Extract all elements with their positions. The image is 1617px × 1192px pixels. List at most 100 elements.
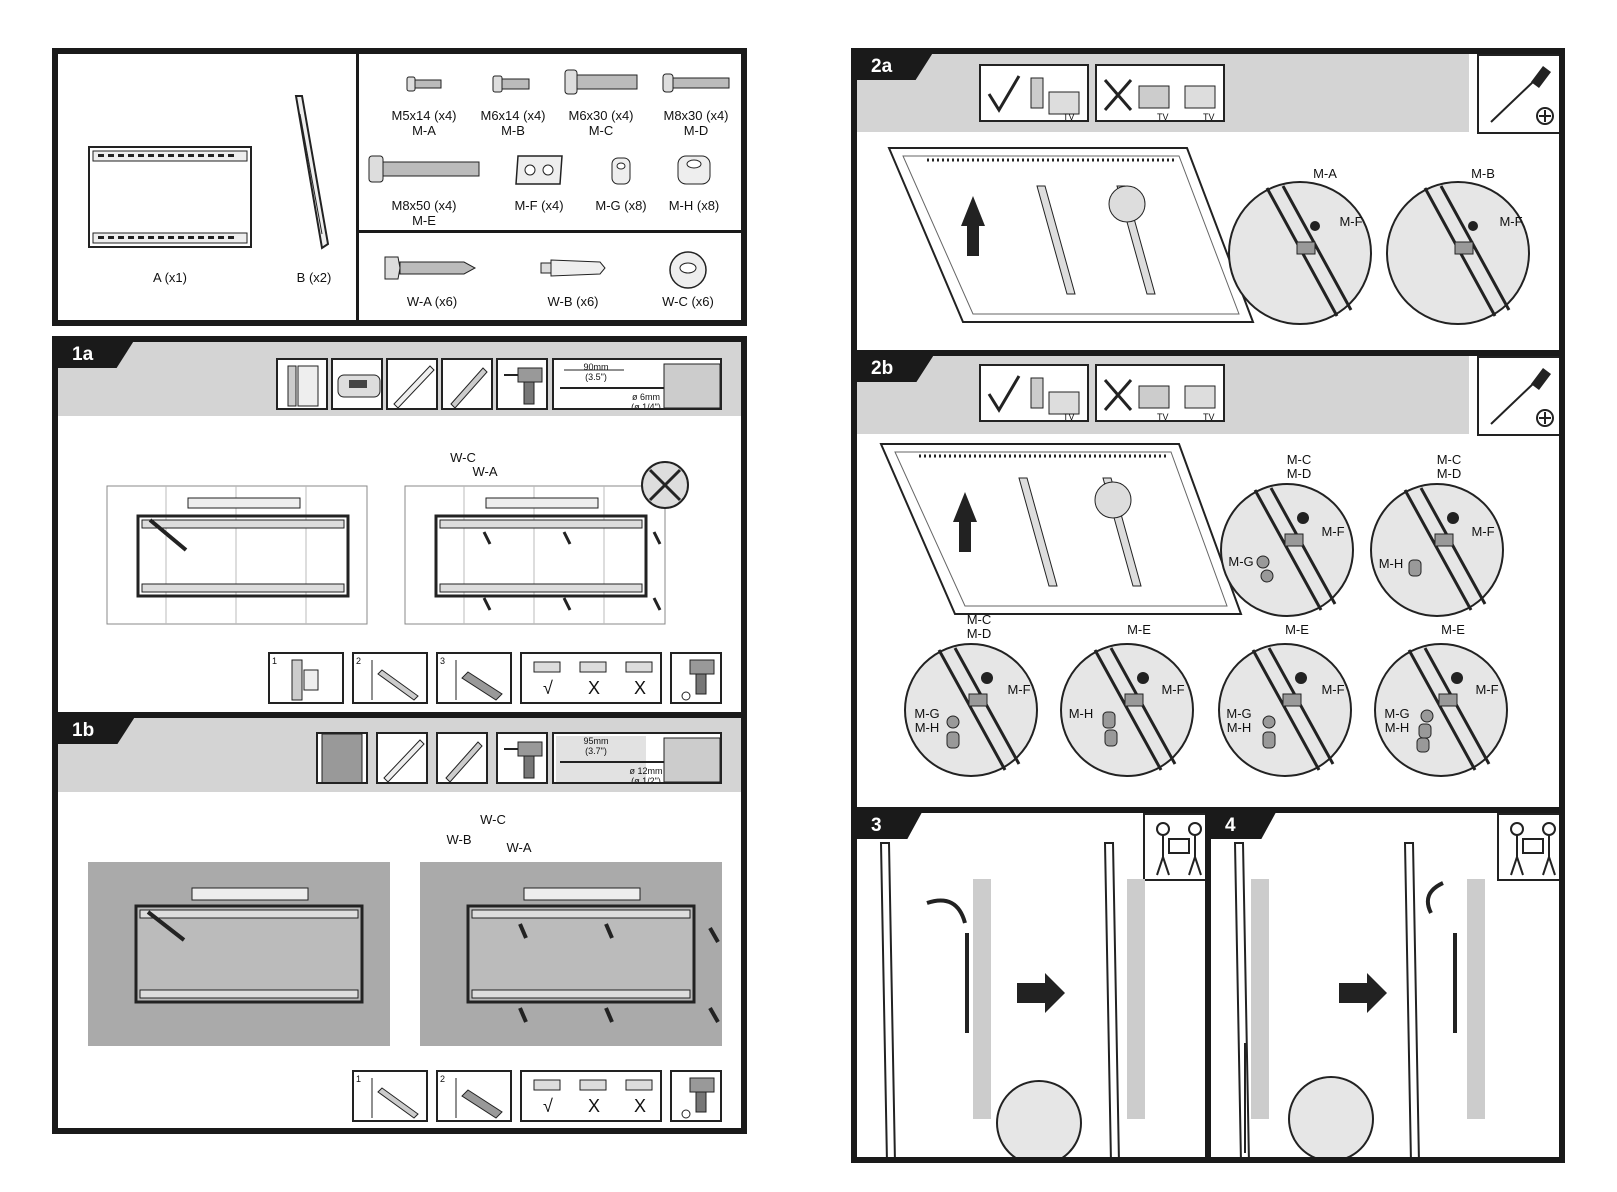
step-1b-drill-icon	[496, 732, 548, 784]
drill-depth-label: 90mm	[583, 362, 609, 372]
screw-m-b-icon	[492, 75, 530, 93]
step-1b-substep-1-num: 1	[356, 1074, 362, 1084]
anchor-w-b-icon	[540, 259, 606, 277]
washer-m-f-label: M-F (x4)	[514, 198, 564, 213]
step-2a-detail-ma	[1228, 181, 1372, 325]
level-bad-mark-2: X	[633, 678, 646, 698]
spacer-m-h-label: M-H (x8)	[668, 198, 720, 213]
step-2b-mf-label-1: M-F	[1321, 524, 1345, 539]
step-1b-concrete-level-drawing	[88, 862, 390, 1046]
screw-m-d-icon	[662, 73, 730, 93]
step-2b-detail-4	[1060, 643, 1194, 777]
incorrect-install-box: TV TV	[1095, 64, 1225, 122]
step-2a-ma-label: M-A	[1313, 166, 1337, 181]
step-4-two-person-icon	[1497, 813, 1559, 881]
step-2b-md-label-2: M-D	[1436, 466, 1462, 481]
step-2b-mf-label-6: M-F	[1475, 682, 1499, 697]
step-1b-substep-2-num: 2	[440, 1074, 446, 1084]
two-person-icon	[1143, 813, 1205, 881]
step-2b-detail-1	[1220, 483, 1354, 617]
parts-divider-horizontal	[356, 230, 741, 233]
step-2a-detail-mb	[1386, 181, 1530, 325]
step-2b-mf-label-5: M-F	[1321, 682, 1345, 697]
step-2b-mc-label-2: M-C	[1436, 452, 1462, 467]
step-2a-tv-back-drawing	[887, 147, 1255, 323]
step-3-tab: 3	[857, 813, 922, 839]
incorrect-tv-label-2: TV	[1203, 112, 1215, 122]
concrete-wall-icon	[316, 732, 368, 784]
level-bad-mark-1: X	[587, 678, 600, 698]
screw-m-e-code: M-E	[412, 213, 436, 228]
screw-m-d-code: M-D	[683, 123, 709, 138]
screw-m-b-code: M-B	[501, 123, 525, 138]
washer-m-f-icon	[515, 155, 563, 185]
correct-tv-label: TV	[1063, 112, 1075, 122]
step-2b-mc-label-1: M-C	[1286, 452, 1312, 467]
step-2b-mh-label-3: M-H	[1068, 706, 1094, 721]
step-2b-panel: 2b TV TV TV M-C M-D M-F M-G M-C M-D M-F …	[851, 350, 1565, 816]
level-icon	[386, 358, 438, 410]
step-2b-mg-label-3: M-G	[1226, 706, 1252, 721]
arm-b-label: B (x2)	[296, 270, 332, 285]
step-1b-drill-depth-diagram: 95mm (3.7") ø 12mm (ø 1/2")	[552, 732, 722, 784]
step-1b-pencil-icon	[436, 732, 488, 784]
step-1b-drill-depth-inch-label: (3.7")	[585, 746, 607, 756]
parts-divider-vertical	[356, 54, 359, 320]
spacer-m-g-icon	[611, 157, 631, 185]
step-1a-drill-icon	[670, 652, 722, 704]
spacer-m-g-label: M-G (x8)	[595, 198, 647, 213]
step-1b-wa-label: W-A	[506, 840, 532, 855]
step-2a-mf-label-1: M-F	[1339, 214, 1363, 229]
step-2b-mf-label-2: M-F	[1471, 524, 1495, 539]
anchor-w-b-label: W-B (x6)	[547, 294, 599, 309]
step-1a-substep-3: 3	[436, 652, 512, 704]
step-3-tv-hang-drawing	[879, 842, 1145, 1157]
step-2a-panel: 2a TV TV TV M-A M-F M-B M-F	[851, 48, 1565, 360]
step-1a-substep-2-num: 2	[356, 656, 362, 666]
incorrect-tv-label-1: TV	[1157, 112, 1169, 122]
step-2b-screwdriver-icon	[1477, 356, 1559, 436]
screw-m-d-size: M8x30 (x4)	[663, 108, 729, 123]
drill-icon	[496, 358, 548, 410]
wall-screw-w-a-icon	[384, 256, 477, 280]
step-1a-tab: 1a	[58, 342, 134, 368]
step-2b-mf-label-4: M-F	[1161, 682, 1185, 697]
spacer-m-h-icon	[677, 155, 711, 185]
step-4-tv-release-drawing	[1233, 842, 1485, 1157]
step-1a-substep-1-num: 1	[272, 656, 278, 666]
bracket-a-icon	[88, 146, 252, 248]
step-2b-md-label-3: M-D	[966, 626, 992, 641]
step-2b-mg-label-2: M-G	[914, 706, 940, 721]
step-2b-mg-label-4: M-G	[1384, 706, 1410, 721]
step-1b-level-check-box: √ X X	[520, 1070, 662, 1122]
step-1b-level-bad-mark-1: X	[587, 1096, 600, 1116]
no-anchor-icon	[641, 461, 689, 509]
washer-w-c-icon	[669, 251, 707, 289]
step-2b-mh-label-5: M-H	[1384, 720, 1410, 735]
step-1a-bracket-screwed-drawing	[404, 485, 666, 625]
step-2b-mh-label-4: M-H	[1226, 720, 1252, 735]
step-2b-detail-5	[1218, 643, 1352, 777]
step-1b-wc-label: W-C	[480, 812, 506, 827]
step-2b-detail-2	[1370, 483, 1504, 617]
step-2a-mf-label-2: M-F	[1499, 214, 1523, 229]
step-2b-me-label-3: M-E	[1441, 622, 1465, 637]
step-1b-level-bad-mark-2: X	[633, 1096, 646, 1116]
step-2b-mg-label-1: M-G	[1228, 554, 1254, 569]
screw-m-c-size: M6x30 (x4)	[568, 108, 634, 123]
pencil-icon	[441, 358, 493, 410]
screw-m-c-icon	[564, 69, 638, 95]
drill-dia-label: ø 6mm	[632, 392, 660, 402]
step-1b-level-ok-mark: √	[543, 1096, 553, 1116]
step-2b-correct-tv-label: TV	[1063, 412, 1075, 422]
step-1b-drill-dia-inch-label: (ø 1/2")	[631, 776, 661, 784]
screw-m-a-icon	[406, 76, 442, 92]
step-4-tab: 4	[1211, 813, 1276, 839]
step-2b-mh-label-2: M-H	[914, 720, 940, 735]
drill-dia-inch-label: (ø 1/4")	[631, 402, 661, 410]
screw-m-a-size: M5x14 (x4)	[391, 108, 457, 123]
step-1b-concrete-screwed-drawing	[420, 862, 722, 1046]
step-1b-panel: 1b 95mm (3.7") ø 12mm (ø 1/2") W-B W-C W…	[52, 712, 747, 1134]
step-2a-mb-label: M-B	[1471, 166, 1495, 181]
step-1b-drill-depth-label: 95mm	[583, 736, 609, 746]
